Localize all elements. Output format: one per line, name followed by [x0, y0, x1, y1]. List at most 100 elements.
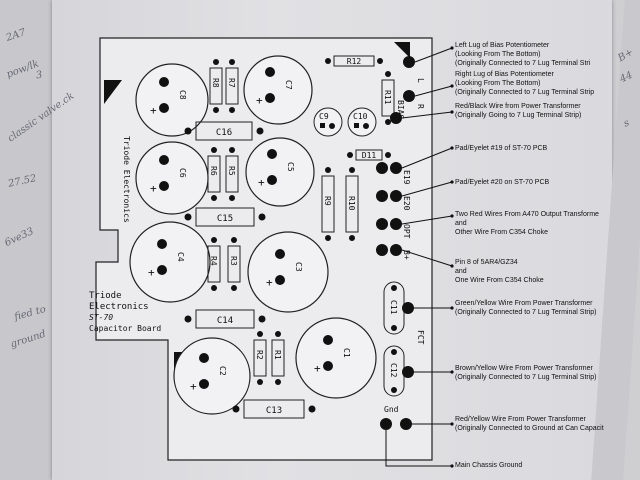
wire-pad	[390, 162, 402, 174]
pad-label-gnd: Gnd	[384, 405, 399, 414]
resistor-lead	[349, 167, 355, 173]
wire-pad	[376, 162, 388, 174]
resistor-label: R7	[227, 78, 236, 88]
capacitor-lead	[354, 123, 359, 128]
polarity-plus: +	[190, 380, 197, 393]
callout-line: (Originally Connected to Ground at Can C…	[455, 425, 604, 432]
capacitor-label: C8	[178, 90, 187, 100]
polarity-plus: +	[150, 182, 157, 195]
capacitor-label: C2	[218, 366, 227, 376]
wire-callout: Two Red Wires From A470 Output Transform…	[455, 210, 599, 237]
callout-line: Red/Yellow Wire From Power Transformer	[455, 416, 586, 423]
capacitor-label: C11	[389, 300, 398, 315]
pad-label-opt: OPT	[402, 224, 411, 239]
resistor-r9: R9	[321, 167, 335, 241]
left-paper-edge	[0, 0, 56, 480]
callout-line: (Originally Connected to 7 Lug Terminal …	[455, 89, 595, 96]
resistor-label: D11	[362, 151, 377, 160]
resistor-lead	[213, 107, 219, 113]
resistor-r8: R8	[209, 59, 223, 113]
capacitor-lead	[391, 325, 397, 331]
small-capacitor-c9: C9	[313, 107, 343, 137]
wire-pad	[376, 244, 388, 256]
callout-line: Pad/Eyelet #20 on ST-70 PCB	[455, 179, 550, 186]
vertical-brand-text: Triode Electronics	[122, 136, 131, 223]
wire-pad	[403, 90, 415, 102]
polarity-plus: +	[314, 362, 321, 375]
capacitor-lead	[184, 315, 192, 323]
leader-line	[401, 249, 453, 267]
polarity-plus: +	[150, 104, 157, 117]
callout-line: Brown/Yellow Wire From Power Transformer	[455, 365, 593, 372]
resistor-lead	[211, 237, 217, 243]
resistor-r10: R10	[345, 167, 359, 241]
wire-pad	[390, 190, 402, 202]
capacitor-label: C12	[389, 363, 398, 378]
capacitor-lead	[159, 103, 169, 113]
leader-line	[401, 147, 453, 169]
resistor-lead	[385, 71, 391, 77]
wire-pad	[400, 418, 412, 430]
electrolytic-capacitor-c3: + C3	[247, 231, 329, 313]
resistor-lead	[211, 285, 217, 291]
capacitor-label: C5	[286, 162, 295, 172]
resistor-label: R6	[209, 166, 218, 176]
board-title-line: ST-70	[89, 313, 113, 322]
capacitor-lead	[157, 265, 167, 275]
wire-callout: Red/Black Wire from Power Transformer (Or…	[455, 102, 581, 120]
capacitor-lead	[232, 405, 240, 413]
resistor-lead	[275, 379, 281, 385]
capacitor-label: C3	[294, 262, 303, 272]
resistor-d11: D11	[347, 149, 391, 161]
callout-line: (Originally Going to 7 Lug Terminal Stri…	[455, 112, 582, 119]
capacitor-label: C7	[284, 80, 293, 90]
leader-line	[401, 111, 453, 119]
capacitor-lead	[323, 361, 333, 371]
capacitor-lead	[267, 175, 277, 185]
resistor-lead	[275, 331, 281, 337]
wire-pad	[402, 302, 414, 314]
film-capacitor-c16: C16	[184, 121, 264, 141]
capacitor-lead	[275, 275, 285, 285]
leader-line	[414, 47, 453, 63]
small-capacitor-c10: C10	[347, 107, 377, 137]
wire-callout: Right Lug of Bias Potentiometer(Looking …	[455, 70, 594, 97]
callout-line: Red/Black Wire from Power Transformer	[455, 103, 581, 110]
leader-dot	[450, 370, 454, 374]
electrolytic-capacitor-c2: + C2	[173, 337, 251, 415]
capacitor-lead	[267, 149, 277, 159]
resistor-label: R9	[323, 196, 332, 206]
resistor-r3: R3	[227, 237, 241, 291]
electrolytic-capacitor-c6: + C6	[135, 141, 209, 215]
capacitor-lead	[275, 249, 285, 259]
resistor-lead	[229, 59, 235, 65]
resistor-lead	[325, 167, 331, 173]
resistor-label: R1	[273, 350, 282, 360]
capacitor-lead	[199, 353, 209, 363]
resistor-r12: R12	[325, 55, 383, 67]
resistor-lead	[211, 147, 217, 153]
capacitor-label: C6	[178, 168, 187, 178]
leader-dot	[450, 84, 454, 88]
polarity-plus: +	[266, 276, 273, 289]
capacitor-lead	[265, 93, 275, 103]
resistor-label: R11	[383, 90, 392, 105]
resistor-lead	[213, 59, 219, 65]
leader-dot	[450, 214, 454, 218]
wire-callout: Left Lug of Bias Potentiometer(Looking F…	[455, 41, 590, 68]
pad-label-r: R	[416, 104, 425, 109]
capacitor-lead	[159, 77, 169, 87]
callout-line: Two Red Wires From A470 Output Transform…	[455, 211, 599, 218]
leader-line	[401, 181, 453, 197]
capacitor-lead	[391, 387, 397, 393]
leader-dot	[450, 264, 454, 268]
pad-label-e19: E19	[402, 170, 411, 185]
pad-label-bias: BIAS	[396, 100, 405, 119]
wire-pad	[402, 366, 414, 378]
capacitor-label: C16	[216, 128, 232, 138]
resistor-r1: R1	[271, 331, 285, 385]
leader-line	[401, 215, 453, 225]
wire-pad	[380, 418, 392, 430]
